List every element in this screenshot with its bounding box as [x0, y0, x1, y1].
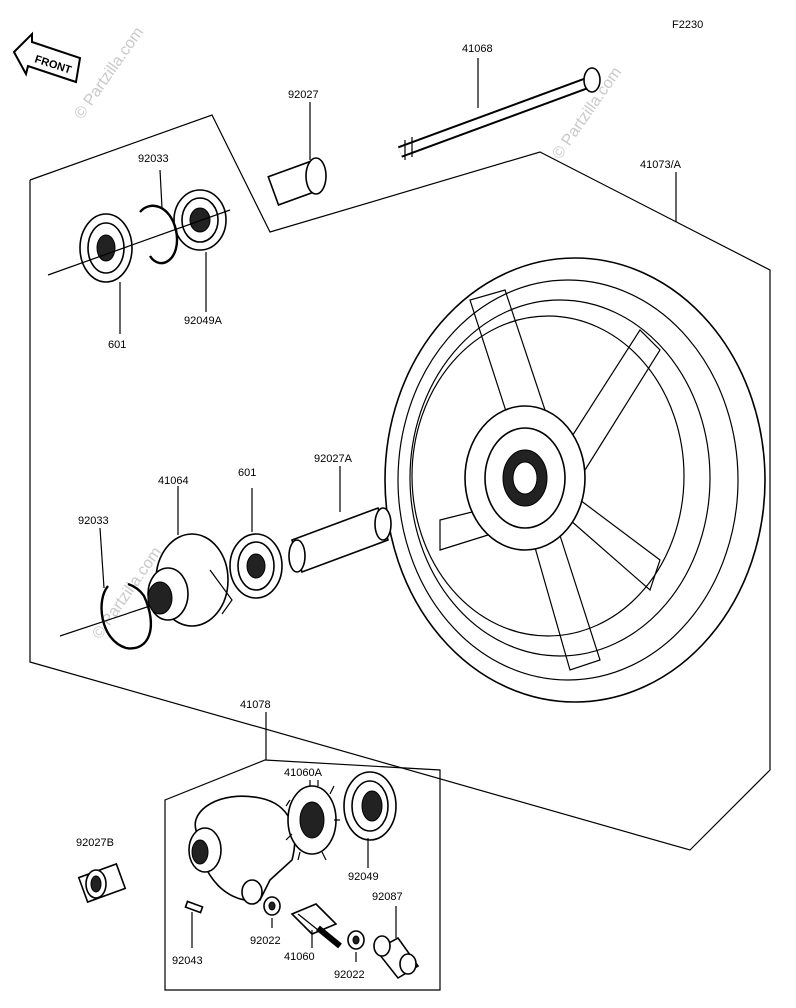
- part-label-shaft-gear: 41060: [284, 951, 315, 963]
- collar-top-part: [267, 157, 327, 206]
- bearing-top-small-part: [173, 189, 227, 251]
- circlip-mid-part: [100, 582, 153, 650]
- part-label-seal: 92049: [348, 871, 379, 883]
- part-label-coupling: 41064: [158, 475, 189, 487]
- part-label-axle: 41068: [462, 43, 493, 55]
- circlip-top-part: [139, 204, 179, 265]
- pin-part: [184, 900, 204, 914]
- gear-housing-part: [188, 795, 296, 905]
- part-label-bearing-mid: 601: [238, 467, 256, 479]
- part-label-bushing: 92087: [372, 891, 403, 903]
- part-label-gear-assy: 41078: [240, 699, 271, 711]
- bearing-mid-part: [229, 533, 283, 599]
- part-label-washer-2: 92022: [334, 969, 365, 981]
- watermark: © Partzilla.com: [71, 24, 147, 122]
- part-label-washer-1: 92022: [250, 935, 281, 947]
- gear-part: [285, 780, 340, 861]
- part-label-collar-bottom: 92027B: [76, 837, 114, 849]
- wheel-part: [384, 257, 766, 703]
- part-label-wheel: 41073/A: [640, 159, 682, 171]
- front-arrow-icon: FRONT: [12, 31, 82, 84]
- axis-line: [47, 209, 231, 276]
- axis-line: [59, 605, 151, 637]
- part-label-bearing-top: 601: [108, 339, 126, 351]
- assembly-outline: [29, 114, 771, 851]
- collar-mid-part: [288, 506, 392, 574]
- axle-part: [397, 67, 601, 160]
- part-label-collar-top: 92027: [288, 89, 319, 101]
- bushing-part: [373, 935, 420, 980]
- part-label-collar-mid: 92027A: [314, 453, 353, 465]
- leader-line: [159, 169, 163, 209]
- part-label-pin: 92043: [172, 955, 203, 967]
- leader-line: [99, 527, 105, 589]
- part-label-circlip-top: 92033: [138, 153, 169, 165]
- diagram-code: F2230: [672, 19, 703, 31]
- seal-part: [343, 771, 397, 841]
- collar-bottom-part: [77, 862, 127, 904]
- gear-assembly-outline: [164, 759, 441, 991]
- part-label-gear: 41060A: [284, 767, 323, 779]
- shaft-gear-part: [290, 903, 342, 949]
- washer-2-part: [347, 930, 365, 950]
- part-label-circlip-mid: 92033: [78, 515, 109, 527]
- coupling-part: [147, 533, 233, 627]
- part-label-bearing-small: 92049A: [184, 315, 223, 327]
- washer-1-part: [263, 896, 281, 916]
